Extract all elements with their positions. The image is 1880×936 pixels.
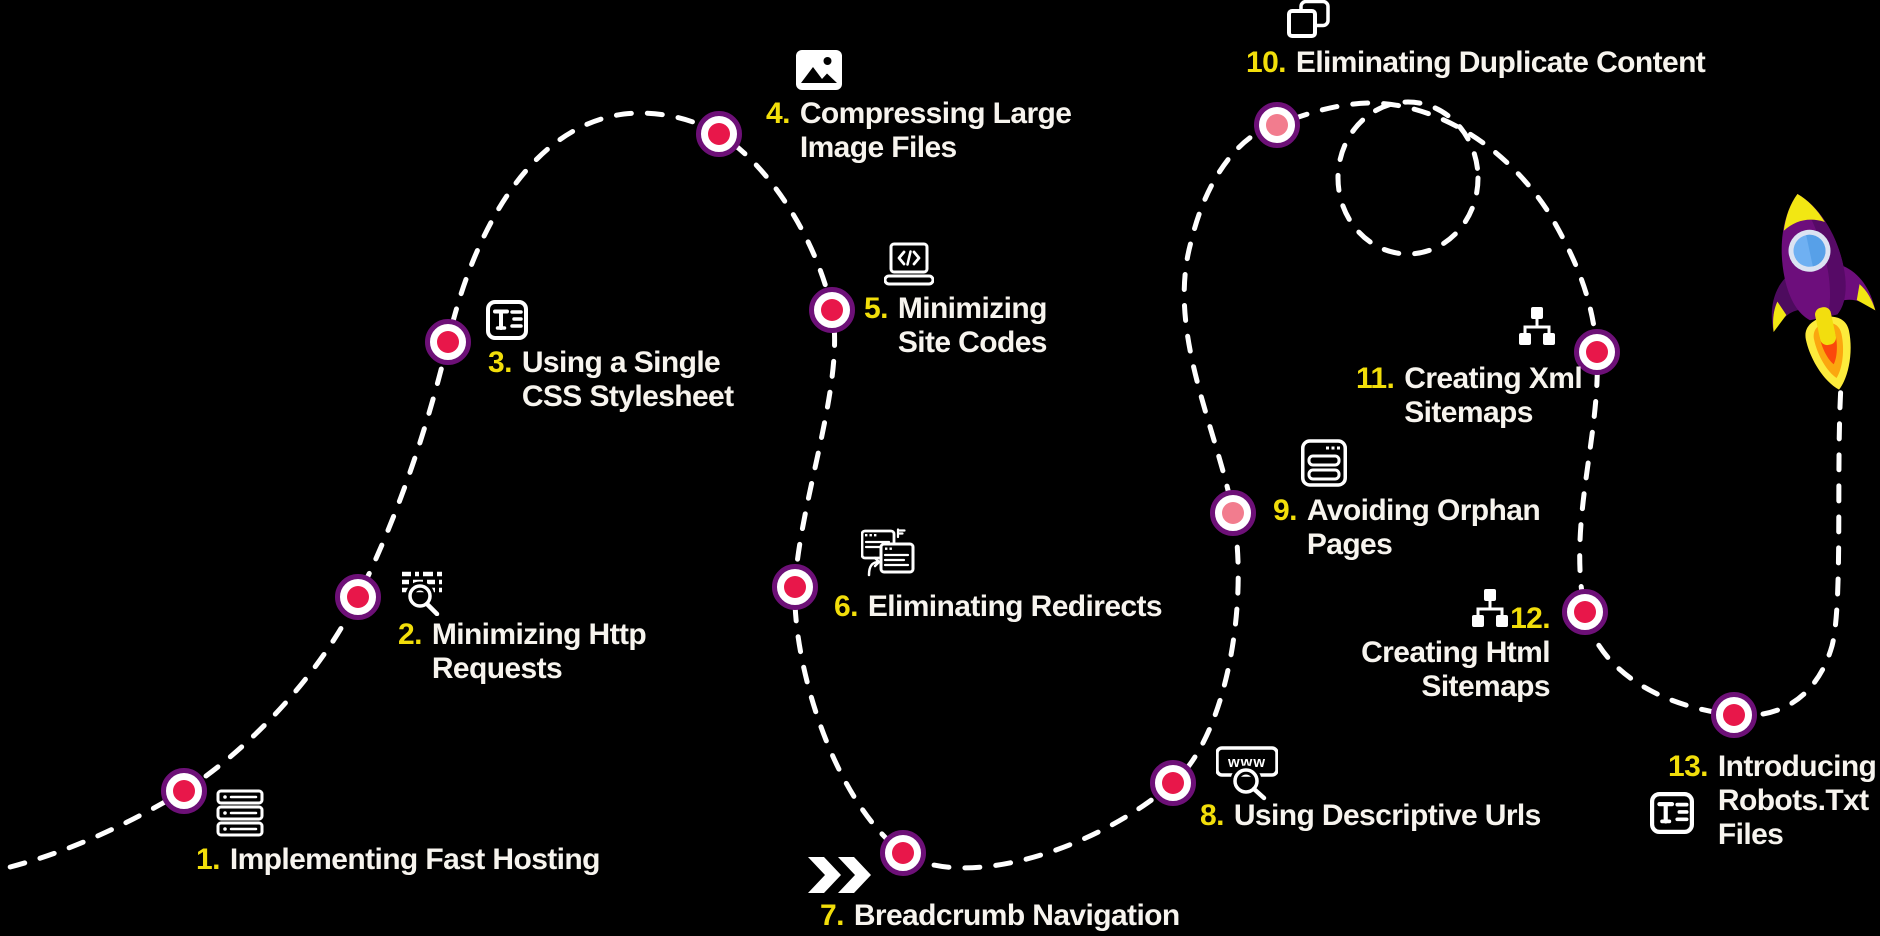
node-dot xyxy=(437,331,459,353)
node-dot xyxy=(1162,772,1184,794)
node-dot xyxy=(784,576,806,598)
milestone-label-11: 11. Creating Xml Sitemaps xyxy=(1356,362,1583,430)
duplicate-icon xyxy=(1287,0,1330,38)
node-dot xyxy=(1222,502,1244,524)
milestone-number: 1. xyxy=(196,843,220,876)
milestone-number: 7. xyxy=(820,899,844,932)
milestone-title: Introducing Robots.Txt Files xyxy=(1717,750,1877,851)
text-editor-icon xyxy=(1650,792,1694,834)
milestone-label-13: 13. Introducing Robots.Txt Files xyxy=(1668,750,1877,852)
milestone-title: Implementing Fast Hosting xyxy=(229,843,601,876)
milestone-node-9 xyxy=(1210,490,1256,536)
milestone-label-9: 9. Avoiding Orphan Pages xyxy=(1273,494,1541,562)
milestone-label-6: 6. Eliminating Redirects xyxy=(834,590,1163,624)
server-icon xyxy=(216,789,264,837)
milestone-number: 5. xyxy=(864,292,888,325)
milestone-node-10 xyxy=(1254,102,1300,148)
milestone-number: 13. xyxy=(1668,750,1709,783)
www-search-icon: www xyxy=(1216,746,1278,801)
path-loop xyxy=(1335,99,1481,257)
milestone-title: Using Descriptive Urls xyxy=(1233,799,1542,832)
milestone-title: Avoiding Orphan Pages xyxy=(1306,494,1541,561)
milestone-title: Minimizing Site Codes xyxy=(897,292,1048,359)
milestone-node-8 xyxy=(1150,760,1196,806)
milestone-number: 8. xyxy=(1200,799,1224,832)
milestone-number: 6. xyxy=(834,590,858,623)
milestone-node-7 xyxy=(880,830,926,876)
node-dot xyxy=(1574,601,1596,623)
node-dot xyxy=(1586,341,1608,363)
milestone-title: Eliminating Duplicate Content xyxy=(1295,46,1706,79)
browser-rows-icon xyxy=(1301,439,1347,487)
milestone-title: Eliminating Redirects xyxy=(867,590,1163,623)
double-chevron-icon xyxy=(808,857,871,893)
milestone-label-7: 7. Breadcrumb Navigation xyxy=(820,899,1180,933)
rocket-icon xyxy=(1771,194,1876,390)
milestone-title: Breadcrumb Navigation xyxy=(853,899,1180,932)
milestone-number: 10. xyxy=(1246,46,1287,79)
milestone-title: Minimizing Http Requests xyxy=(431,618,647,685)
svg-text:www: www xyxy=(1227,754,1266,771)
milestone-node-6 xyxy=(772,564,818,610)
image-icon xyxy=(796,50,842,90)
sitemap-icon xyxy=(1519,307,1555,345)
milestone-number: 9. xyxy=(1273,494,1297,527)
node-dot xyxy=(173,780,195,802)
milestone-label-1: 1. Implementing Fast Hosting xyxy=(196,843,600,877)
milestone-label-10: 10. Eliminating Duplicate Content xyxy=(1246,46,1706,80)
laptop-code-icon xyxy=(884,242,934,286)
milestone-title: Creating Html Sitemaps xyxy=(1361,636,1550,703)
milestone-number: 2. xyxy=(398,618,422,651)
milestone-node-4 xyxy=(696,111,742,157)
milestone-node-2 xyxy=(335,574,381,620)
milestone-label-4: 4. Compressing Large Image Files xyxy=(766,97,1072,165)
node-dot xyxy=(347,586,369,608)
milestone-label-12: 12. Creating Html Sitemaps xyxy=(1361,602,1550,704)
milestone-title: Compressing Large Image Files xyxy=(799,97,1072,164)
text-editor-icon xyxy=(486,300,528,340)
milestone-label-2: 2. Minimizing Http Requests xyxy=(398,618,647,686)
node-dot xyxy=(821,299,843,321)
redirect-windows-icon xyxy=(861,528,915,577)
milestone-node-3 xyxy=(425,319,471,365)
node-dot xyxy=(892,842,914,864)
milestone-node-5 xyxy=(809,287,855,333)
milestone-title: Creating Xml Sitemaps xyxy=(1404,362,1583,429)
milestone-number: 12. xyxy=(1510,602,1551,635)
milestone-node-11 xyxy=(1574,329,1620,375)
milestone-title: Using a Single CSS Stylesheet xyxy=(521,346,734,413)
milestone-node-12 xyxy=(1562,589,1608,635)
node-dot xyxy=(1266,114,1288,136)
milestone-node-13 xyxy=(1711,692,1757,738)
sitemap-icon xyxy=(1472,589,1508,627)
milestone-number: 3. xyxy=(488,346,512,379)
journey-path xyxy=(0,100,1844,873)
node-dot xyxy=(1723,704,1745,726)
milestone-label-3: 3. Using a Single CSS Stylesheet xyxy=(488,346,734,414)
milestone-label-5: 5. Minimizing Site Codes xyxy=(864,292,1047,360)
milestone-number: 4. xyxy=(766,97,790,130)
node-dot xyxy=(708,123,730,145)
milestone-node-1 xyxy=(161,768,207,814)
milestone-number: 11. xyxy=(1356,362,1395,395)
document-search-icon xyxy=(402,571,442,616)
milestone-label-8: 8. Using Descriptive Urls xyxy=(1200,799,1541,833)
